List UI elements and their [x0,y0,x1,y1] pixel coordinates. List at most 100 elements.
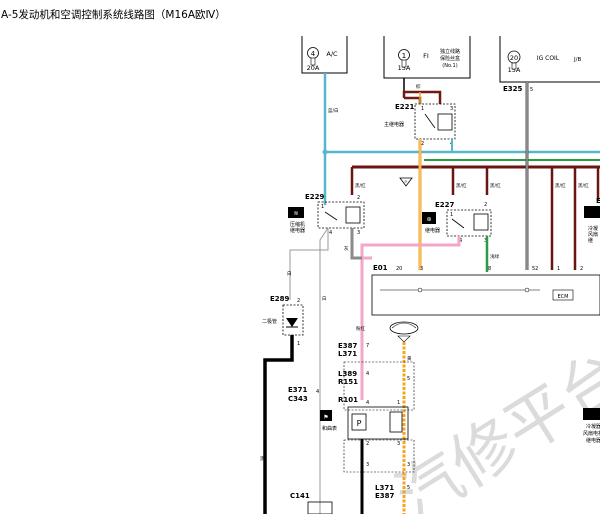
svg-text:继: 继 [588,237,593,244]
conn-c141: C141 [290,492,310,500]
svg-text:黑/红: 黑/红 [555,182,566,189]
svg-text:白: 白 [287,270,292,277]
svg-text:20: 20 [396,266,402,272]
conn-e229: E229 [305,193,325,201]
svg-text:2: 2 [421,141,424,147]
svg-text:4: 4 [366,400,369,406]
ecm-block-e01: E01 20 3 8 52 1 2 ECM [371,264,600,316]
conn-c343: C343 [288,395,308,403]
svg-text:2: 2 [484,202,487,208]
svg-text:5: 5 [407,376,410,382]
svg-text:黑/红: 黑/红 [490,182,501,189]
conn-e221: E221 [395,103,415,111]
fuse-ig-rating: 15A [508,66,521,74]
svg-text:2: 2 [366,441,369,447]
fuse-box-ac: 4 A/C 20A [301,36,348,74]
fuse-fi-name: FI [423,52,429,60]
svg-text:3: 3 [450,106,453,112]
svg-text:5: 5 [530,87,533,93]
fuse-ig-name: IG COIL [537,55,560,62]
svg-text:1: 1 [321,204,324,210]
sensor-p-icon: P [357,419,362,428]
wire-white-1 [289,228,329,300]
svg-text:7: 7 [366,343,369,349]
conn-e227: E227 [435,201,455,209]
fuse-ig-num: 20 [510,54,518,62]
svg-text:风扇: 风扇 [588,231,598,238]
compressor-relay-e229: E229 1 2 3 4 ≋ 压缩机 继电器 [288,193,365,236]
watermark: 汽修平台 [384,338,600,514]
svg-text:4: 4 [459,238,462,244]
label-fan-relay: 继电器 [425,227,440,234]
label-diode: 二极管 [262,318,277,325]
wire-black-diode [263,335,294,514]
conn-e387: E387 [338,342,358,350]
fan-icon: ⊛ [426,216,431,223]
svg-text:4: 4 [329,230,332,236]
diode-indicator-top: ☼ [399,177,413,187]
svg-text:1: 1 [297,341,300,347]
ecm-label: ECM [558,294,569,300]
c141-box [307,501,333,514]
conn-l371b: L371 [375,484,394,492]
conn-e371: E371 [288,386,308,394]
conn-l371: L371 [338,350,357,358]
fuse-fi-rating: 15A [398,64,411,72]
cond-relay-right: E 冷凝 风扇 继 [584,197,600,244]
fuse-ac-num: 4 [311,50,316,58]
svg-text:4: 4 [316,389,319,395]
svg-text:风扇电机: 风扇电机 [583,430,600,437]
svg-text:8: 8 [488,266,491,272]
fuse-box-igcoil: 20 IG COIL 15A J/B [499,36,600,83]
wire-label-brown1: 棕 [416,83,421,90]
conn-l389: L389 [338,370,357,378]
svg-text:52: 52 [532,266,538,272]
sensor-r101: P 4 2 3 1 ⚑ 和曲表 [320,400,409,447]
svg-text:黑/红: 黑/红 [456,182,467,189]
svg-text:冷凝器: 冷凝器 [586,423,600,430]
svg-text:2: 2 [357,195,360,201]
svg-text:冷凝: 冷凝 [588,225,598,232]
label-main-relay: 主继电器 [384,121,404,128]
fuse-fi-sub-2: 保险丝盒 [440,55,460,62]
sensor-icon: ⚑ [323,414,328,421]
conn-r101: R101 [338,396,358,404]
svg-text:灰: 灰 [344,245,349,252]
svg-text:3: 3 [397,441,400,447]
page-title: A-5发动机和空调控制系统线路图（M16A欧Ⅳ） [1,9,226,21]
wire-pink [360,236,461,400]
label-compressor-relay-2: 继电器 [290,227,305,234]
svg-text:3: 3 [484,238,487,244]
diode-top-label: ☼ [404,179,408,184]
wire-label-bw1: 蓝/白 [328,107,339,114]
fuse-fi-sub-3: (No.1) [442,63,457,69]
conn-r151: R151 [338,378,358,386]
cond-fan-relay-2: 冷凝器 风扇电机 继电器 [583,408,600,444]
svg-text:1: 1 [421,106,424,112]
fuse-fi-sub-1: 独立线路 [440,48,460,55]
svg-text:3: 3 [366,462,369,468]
svg-text:白: 白 [322,295,327,302]
svg-text:黑/红: 黑/红 [578,182,589,189]
svg-text:2: 2 [580,266,583,272]
conn-e289: E289 [270,295,290,303]
svg-text:1: 1 [397,400,400,406]
watermark-text: 汽修平台 [384,338,600,514]
conn-e387b: E387 [375,492,395,500]
svg-text:黄: 黄 [407,355,412,362]
label-compressor-relay-1: 压缩机 [290,221,305,228]
svg-text:继电器: 继电器 [586,437,600,444]
svg-text:5: 5 [407,485,410,491]
svg-text:黑/红: 黑/红 [355,182,366,189]
fuse-ac-rating: 20A [307,64,320,72]
svg-text:浅绿: 浅绿 [490,253,499,260]
wire-grey [350,228,362,260]
fuse-ig-jb: J/B [573,57,581,63]
svg-text:3: 3 [407,462,410,468]
conn-e325: E325 [503,85,523,93]
svg-text:1: 1 [450,212,453,218]
svg-text:3: 3 [420,266,423,272]
gauge-symbol [389,321,419,343]
label-sensor: 和曲表 [322,425,337,432]
